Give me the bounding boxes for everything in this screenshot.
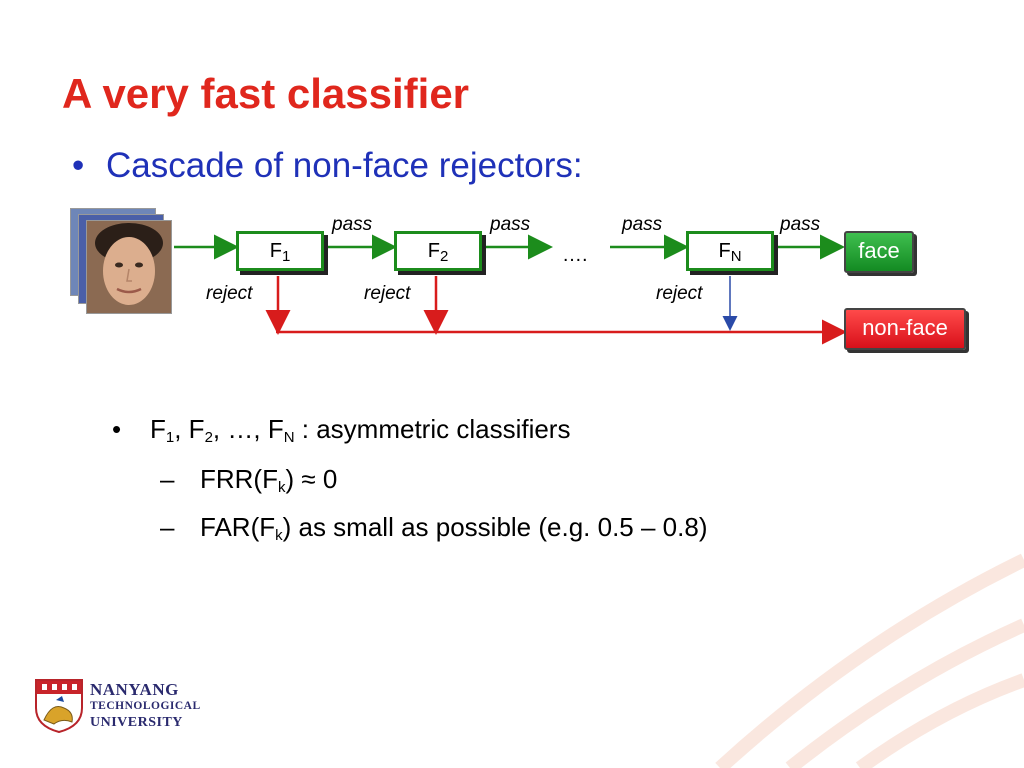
- reject-label-3: reject: [656, 283, 703, 304]
- crest-icon: [35, 679, 83, 734]
- page-title: A very fast classifier: [62, 70, 470, 117]
- logo-line-3: UNIVERSITY: [90, 715, 183, 730]
- point-frr-text: FRR(Fk) ≈ 0: [200, 464, 337, 495]
- stage-f2-name: F: [427, 240, 440, 262]
- far-dash: –: [160, 512, 175, 542]
- stage-ellipsis: ….: [562, 244, 588, 266]
- nonface-result: non-face: [844, 308, 966, 350]
- stage-f1: F1: [236, 231, 324, 271]
- point-far-text: FAR(Fk) as small as possible (e.g. 0.5 –…: [200, 512, 707, 543]
- p3-a: FAR(F: [200, 512, 276, 542]
- reject-label-1: reject: [206, 283, 253, 304]
- p1-c: , …, F: [212, 414, 284, 444]
- frr-dash: –: [160, 464, 175, 494]
- university-logo: NANYANG TECHNOLOGICAL UNIVERSITY: [34, 678, 204, 740]
- p2-b: ) ≈ 0: [285, 464, 338, 494]
- p1-d: : asymmetric classifiers: [294, 414, 571, 444]
- face-result: face: [844, 231, 914, 273]
- stage-fn-name: F: [718, 240, 731, 262]
- point-frr: – FRR(Fk) ≈ 0: [160, 464, 337, 495]
- point-classifiers: • F1, F2, …, FN : asymmetric classifiers: [112, 414, 570, 445]
- point-far: – FAR(Fk) as small as possible (e.g. 0.5…: [160, 512, 707, 543]
- p3-b: ) as small as possible (e.g. 0.5 – 0.8): [282, 512, 708, 542]
- bullet-dot: •: [72, 146, 85, 185]
- reject-label-2: reject: [364, 283, 411, 304]
- pass-label-3: pass: [622, 214, 663, 235]
- pass-label-2: pass: [490, 214, 531, 235]
- p1-c-sub: N: [283, 429, 295, 446]
- stage-f1-sub: 1: [281, 248, 291, 265]
- point-bullet: •: [112, 414, 122, 444]
- point-classifiers-text: F1, F2, …, FN : asymmetric classifiers: [150, 414, 570, 445]
- stage-f1-name: F: [269, 240, 282, 262]
- p1-b: , F: [174, 414, 205, 444]
- stage-f2: F2: [394, 231, 482, 271]
- pass-label-1: pass: [332, 214, 373, 235]
- stage-f2-sub: 2: [439, 248, 449, 265]
- p1-b-sub: 2: [204, 429, 213, 446]
- face-image-front: [86, 220, 172, 314]
- pass-label-4: pass: [780, 214, 821, 235]
- stage-fn-sub: N: [730, 248, 742, 265]
- face-images: [70, 208, 174, 314]
- p2-a: FRR(F: [200, 464, 278, 494]
- p3-a-sub: k: [275, 527, 283, 544]
- p1-a: F: [150, 414, 166, 444]
- logo-line-2: TECHNOLOGICAL: [90, 700, 201, 712]
- logo-line-1: NANYANG: [90, 680, 179, 699]
- p1-a-sub: 1: [165, 429, 175, 446]
- bullet-text: Cascade of non-face rejectors:: [106, 146, 583, 185]
- p2-a-sub: k: [277, 479, 286, 496]
- logo-text: NANYANG TECHNOLOGICAL UNIVERSITY: [90, 680, 201, 731]
- stage-fn: FN: [686, 231, 774, 271]
